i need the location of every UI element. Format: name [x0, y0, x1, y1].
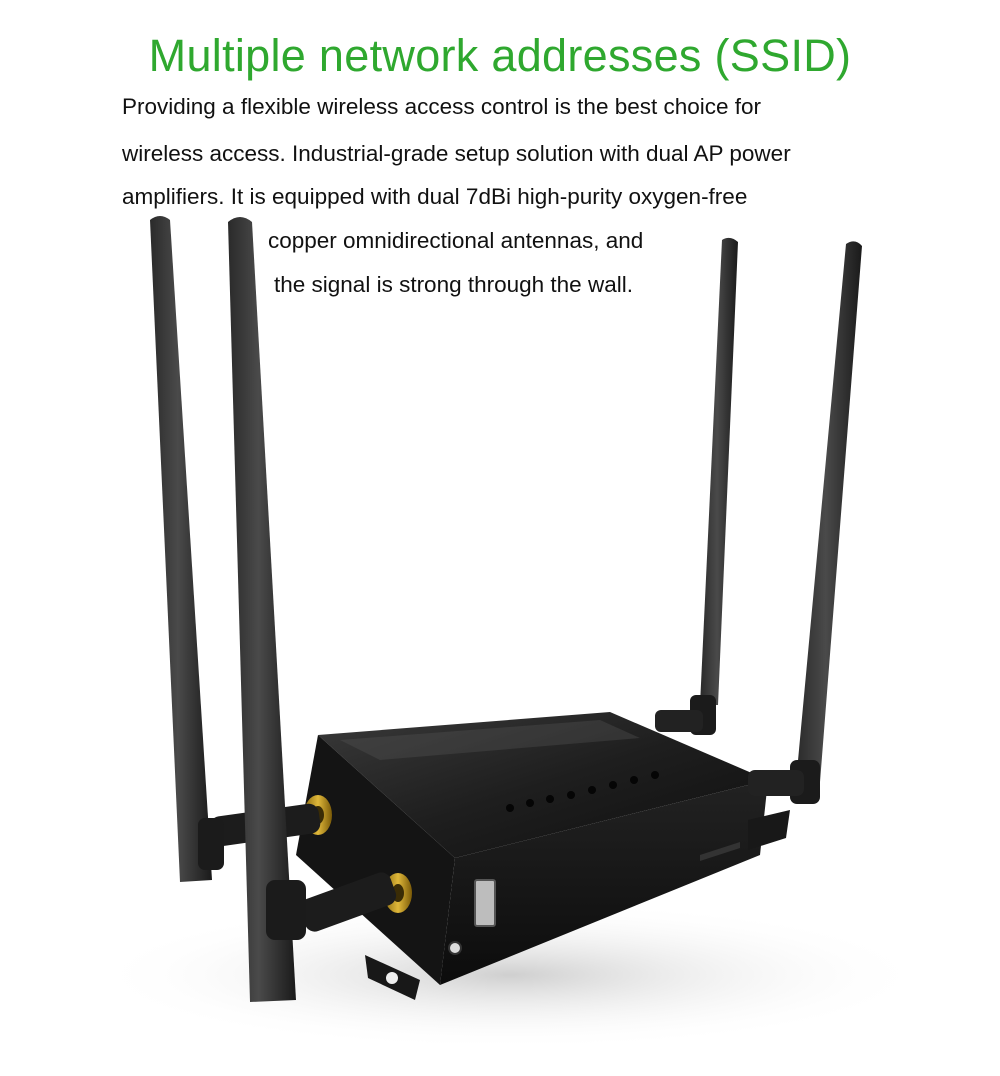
status-leds [506, 771, 659, 812]
usb-port [474, 879, 496, 927]
description-line-2: wireless access. Industrial-grade setup … [122, 141, 791, 166]
description-line-1: Providing a flexible wireless access con… [122, 94, 762, 119]
description-line-4: copper omnidirectional antennas, and [268, 228, 644, 253]
antenna-front-right [748, 241, 862, 804]
antenna-back-right [655, 237, 738, 735]
antenna-front-left [228, 217, 306, 1002]
description-line-5: the signal is strong through the wall. [274, 272, 633, 297]
description-line-3: amplifiers. It is equipped with dual 7dB… [122, 184, 748, 209]
page-title: Multiple network addresses (SSID) [148, 30, 852, 81]
antenna-back-left [150, 216, 224, 882]
